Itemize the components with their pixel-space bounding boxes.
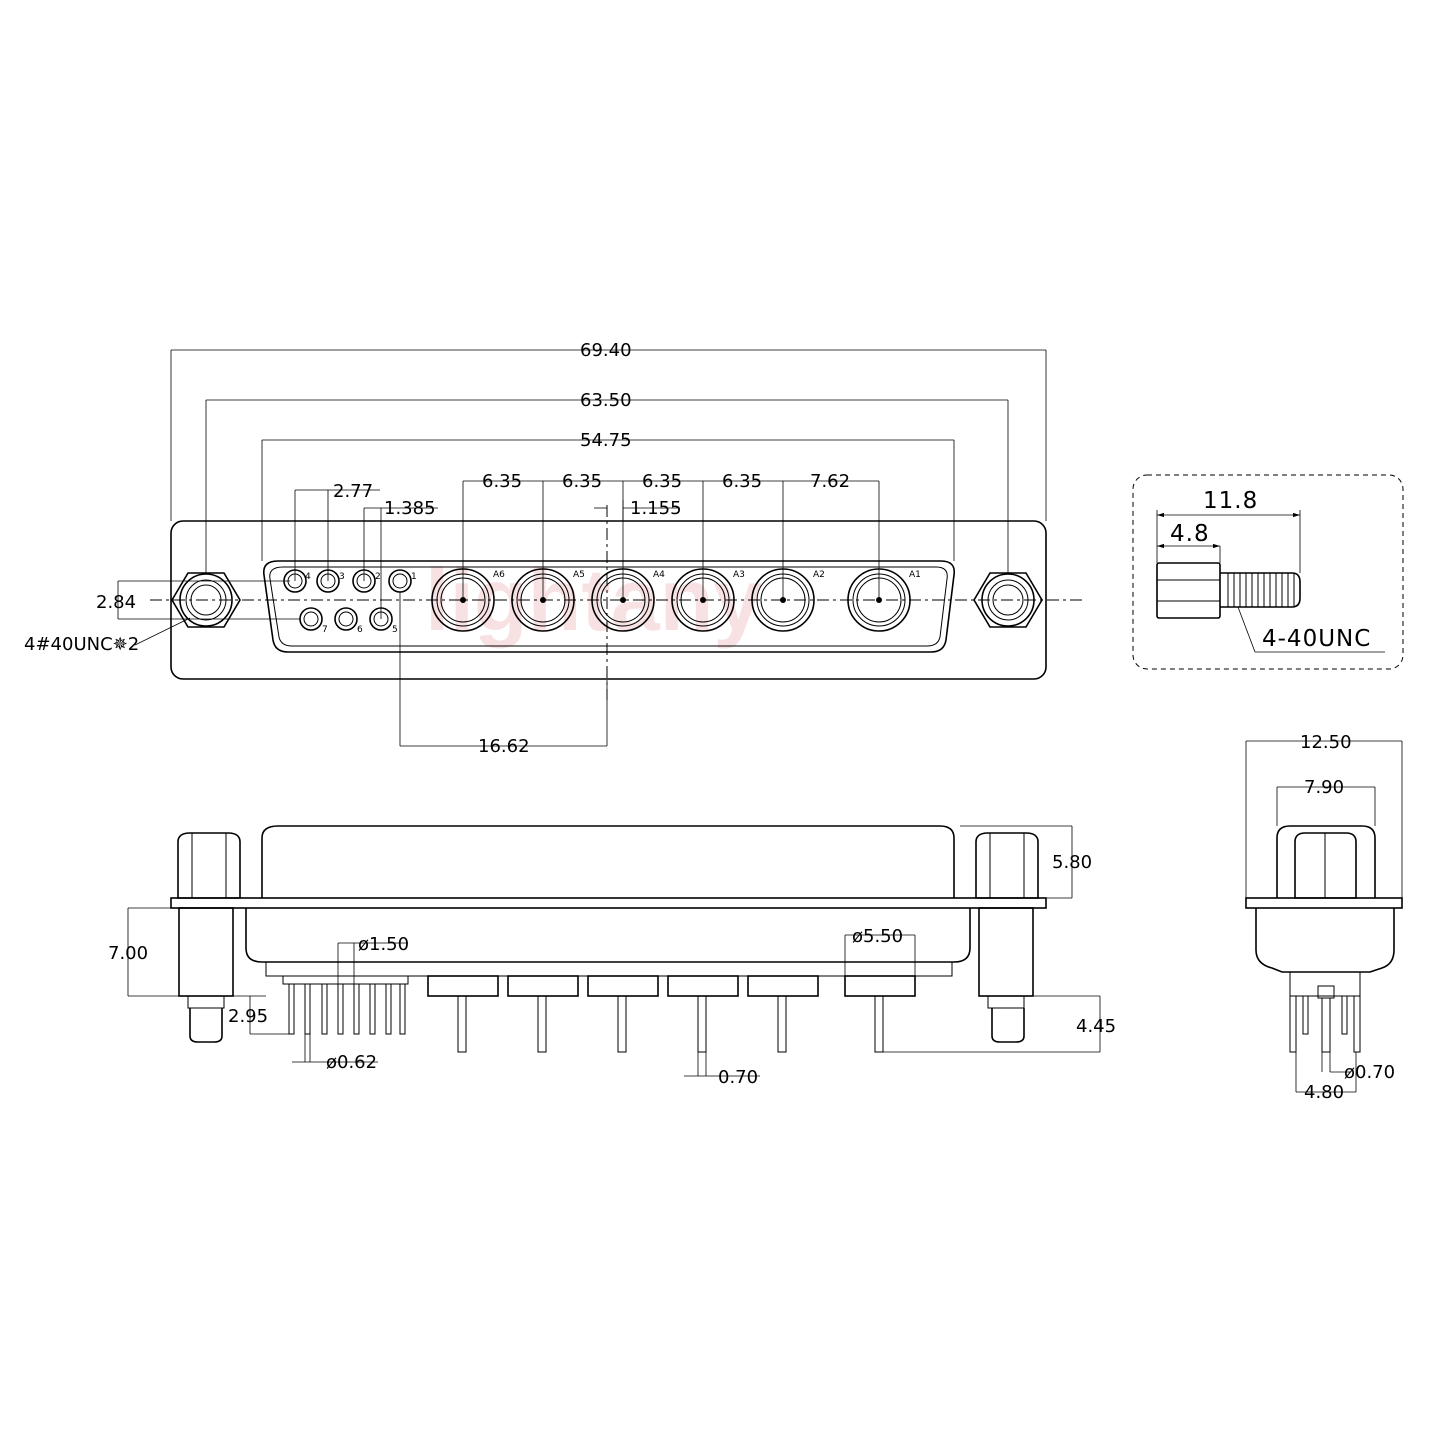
- side-insulator-base: [265, 961, 953, 977]
- pin-label-1: 1: [411, 572, 417, 582]
- dim-signal-offset: 1.385: [363, 498, 438, 619]
- dim-reference-distance: 16.62: [399, 592, 608, 757]
- side-left-standoff: [178, 907, 234, 1043]
- dim-signal-pin-dia: ø0.62: [292, 1034, 378, 1073]
- dim-text-pitch-5: 7.62: [810, 471, 850, 492]
- dim-text-7-90: 7.90: [1304, 777, 1344, 798]
- coax-label-a1: A1: [909, 570, 921, 580]
- side-signal-pins: [282, 975, 409, 1035]
- pin-label-2: 2: [375, 572, 381, 582]
- side-flange: [170, 897, 1047, 909]
- coax-label-a3: A3: [733, 570, 745, 580]
- dim-coax-body: ø5.50: [844, 926, 916, 976]
- end-insert: [1289, 971, 1361, 997]
- side-right-standoff: [978, 907, 1034, 1043]
- dim-text-dia-0-70: ø0.70: [1344, 1062, 1395, 1083]
- side-right-hex-nut: [975, 832, 1039, 899]
- dim-text-pitch-2: 6.35: [562, 471, 602, 492]
- dim-center-offset: 1.155: [594, 498, 682, 520]
- dim-row-distance: 4.80: [1295, 1052, 1357, 1103]
- coax-label-a4: A4: [653, 570, 665, 580]
- dim-text-2-95: 2.95: [228, 1006, 268, 1027]
- d-shell-outline: [262, 560, 956, 653]
- dim-overall-width: 69.40: [170, 340, 1047, 521]
- dim-text-dia-5-50: ø5.50: [852, 926, 903, 947]
- dim-text-5-80: 5.80: [1052, 852, 1092, 873]
- dim-flange-depth: 12.50: [1245, 732, 1403, 898]
- pin-label-3: 3: [339, 572, 345, 582]
- dim-text-0-70: 0.70: [718, 1067, 758, 1088]
- end-body: [1255, 908, 1395, 973]
- dim-text-69-40: 69.40: [580, 340, 632, 361]
- dim-text-1-155: 1.155: [630, 498, 682, 519]
- coax-label-a5: A5: [573, 570, 585, 580]
- dim-shell-width: 54.75: [261, 430, 955, 561]
- dim-text-11-8: 11.8: [1203, 488, 1258, 514]
- side-view: 5.80 7.00 2.95 ø1.50 ø0.62: [108, 825, 1116, 1088]
- dim-text-54-75: 54.75: [580, 430, 632, 451]
- dim-text-2-84: 2.84: [96, 592, 136, 613]
- dim-standoff-height: 7.00: [108, 907, 180, 997]
- dim-signal-pitch: 2.77: [294, 481, 380, 581]
- dim-signal-hole: ø1.50: [337, 934, 409, 984]
- screw-thread: [1220, 572, 1301, 608]
- dim-text-16-62: 16.62: [478, 736, 530, 757]
- dim-row-spacing: 2.84: [96, 580, 300, 620]
- dim-board-lock: 2.95: [222, 995, 292, 1035]
- pin-label-6: 6: [357, 625, 363, 635]
- pin-label-4: 4: [305, 572, 311, 582]
- dim-coax-pitches: 6.35 6.35 6.35 6.35 7.62: [462, 471, 880, 600]
- dim-text-pitch-4: 6.35: [722, 471, 762, 492]
- end-view: 12.50 7.90 ø0.70 4.80: [1245, 732, 1403, 1103]
- screw-hex-head: [1156, 562, 1221, 619]
- dim-text-dia-0-62: ø0.62: [326, 1052, 377, 1073]
- dim-shell-height: 5.80: [960, 825, 1092, 899]
- dim-text-4-8: 4.8: [1170, 521, 1210, 547]
- dim-mount-pitch: 63.50: [205, 390, 1009, 574]
- front-flange: [170, 520, 1047, 680]
- dim-text-dia-1-50: ø1.50: [358, 934, 409, 955]
- pin-label-5: 5: [392, 625, 398, 635]
- thread-lines: [1227, 573, 1295, 607]
- coax-label-a6: A6: [493, 570, 505, 580]
- dim-text-4-40unc: 4-40UNC: [1262, 626, 1371, 652]
- dim-end-pin-dia: ø0.70: [1321, 1052, 1395, 1083]
- dim-text-63-50: 63.50: [580, 390, 632, 411]
- dim-coax-pin: 0.70: [684, 1052, 760, 1088]
- dim-text-2-77: 2.77: [333, 481, 373, 502]
- dim-tail-length: 4.45: [883, 995, 1116, 1053]
- dim-text-12-50: 12.50: [1300, 732, 1352, 753]
- coax-label-a2: A2: [813, 570, 825, 580]
- dim-body-depth: 7.90: [1276, 777, 1376, 826]
- end-shell: [1276, 825, 1376, 898]
- pin-label-7: 7: [322, 625, 328, 635]
- end-flange: [1245, 897, 1403, 909]
- d-shell-inner: [269, 566, 948, 647]
- dim-text-pitch-1: 6.35: [482, 471, 522, 492]
- dim-text-7-00: 7.00: [108, 943, 148, 964]
- dim-text-1-385: 1.385: [384, 498, 436, 519]
- side-coax-pins: [427, 975, 916, 1053]
- side-shell: [261, 825, 955, 898]
- front-view: 4 3 2 1 7 6 5 A6 A5 A4 A3 A2 A1 69.40: [24, 340, 1085, 757]
- end-hex-nut: [1294, 832, 1357, 899]
- detail-frame: [1132, 474, 1404, 670]
- screw-detail: 11.8 4.8 4-40UNC: [1132, 474, 1404, 670]
- end-pins: [1289, 985, 1361, 1053]
- dim-text-4-80: 4.80: [1304, 1082, 1344, 1103]
- dim-text-4-45: 4.45: [1076, 1016, 1116, 1037]
- dim-text-thread: 4#40UNC✵2: [24, 634, 139, 655]
- thread-callout: 4#40UNC✵2: [24, 617, 191, 655]
- side-left-hex-nut: [177, 832, 241, 899]
- dim-text-pitch-3: 6.35: [642, 471, 682, 492]
